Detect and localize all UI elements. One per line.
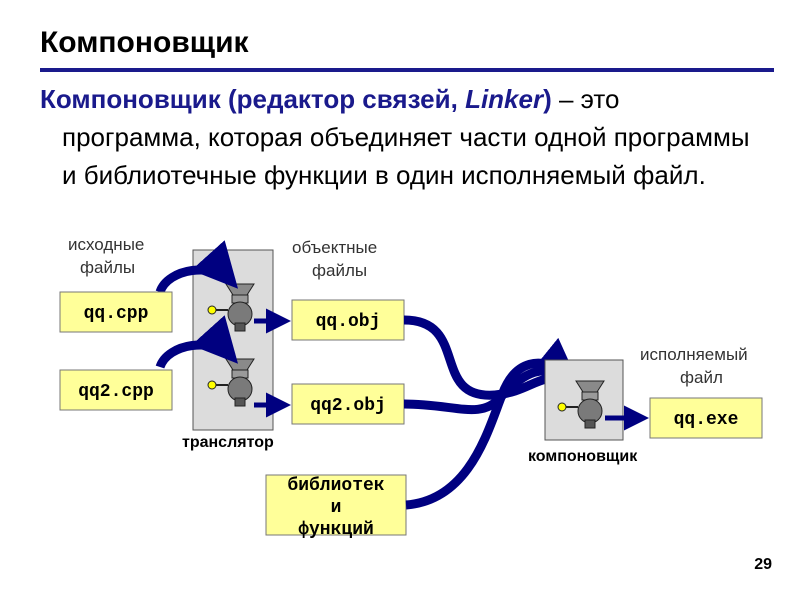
title-underline	[40, 68, 774, 72]
label-exe-file-1: исполняемый	[640, 345, 748, 364]
arrow-library-linker	[405, 337, 579, 510]
arrow-src2-translator	[155, 315, 239, 370]
label-object-files-1: объектные	[292, 238, 377, 257]
file-qq-obj	[291, 299, 405, 341]
file-qq-exe-label: qq.exe	[674, 410, 739, 430]
arrow-src1-translator	[155, 240, 239, 295]
label-source-files-1: исходные	[68, 235, 144, 254]
translator-label: транслятор	[182, 434, 274, 451]
intro-term-close: )	[543, 84, 552, 114]
file-qq-obj-label: qq.obj	[316, 312, 381, 332]
library-label-1: библиотек	[287, 475, 384, 496]
intro-rest: программа, которая объединяет части одно…	[62, 122, 750, 190]
intro-line-1: Компоновщик (редактор связей, Linker) – …	[40, 80, 760, 118]
file-qq2-obj	[291, 383, 405, 425]
file-qq2-cpp	[59, 369, 173, 411]
slide-title: Компоновщик	[40, 26, 249, 59]
label-object-files-2: файлы	[312, 261, 367, 280]
arrow-obj1-linker	[403, 315, 567, 400]
intro-paragraph: Компоновщик (редактор связей, Linker) – …	[40, 80, 760, 194]
library-functions-box	[265, 474, 407, 536]
library-label-2: и	[331, 498, 342, 518]
intro-term: Компоновщик (редактор связей, Linker)	[40, 84, 552, 114]
intro-line1-rest: – это	[551, 84, 620, 114]
file-qq-cpp-label: qq.cpp	[84, 304, 149, 324]
file-qq2-obj-label: qq2.obj	[310, 396, 386, 416]
file-qq-exe	[649, 397, 763, 439]
library-label-3: функций	[298, 520, 374, 540]
file-qq-cpp	[59, 291, 173, 333]
intro-term-italic: Linker	[465, 84, 544, 114]
intro-term-text: Компоновщик (редактор связей,	[40, 84, 466, 114]
label-source-files-2: файлы	[80, 258, 135, 277]
page-number: 29	[754, 556, 772, 573]
file-qq2-cpp-label: qq2.cpp	[78, 382, 154, 402]
linker-label: компоновщик	[528, 448, 638, 465]
label-exe-file-2: файл	[680, 368, 723, 387]
